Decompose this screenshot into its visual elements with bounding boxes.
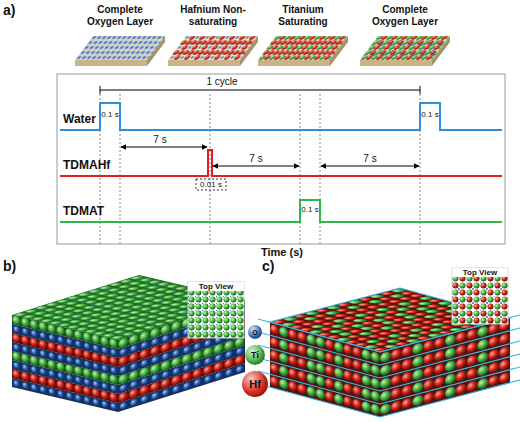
stage-label: Titanium Saturating [268,4,338,27]
oxygen-plane [258,328,520,365]
panel-label: a) [3,2,27,18]
timing-chart [57,74,505,244]
layered-film [12,275,245,340]
surface-slab [75,36,165,60]
surface-slab [75,36,165,66]
pulse-bracket [196,179,226,190]
ti-signal [60,200,502,222]
top-view-inset [452,268,508,324]
oxygen-plane [258,354,520,391]
surface-slab [258,60,330,66]
cycle-label: 1 cycle [192,76,252,88]
surface-slab [168,36,258,60]
top-view-inset [452,268,508,324]
signal-name: TDMAHf [63,159,123,173]
top-view-inset [188,290,244,338]
inset-title: Top View [452,268,508,277]
top-view-inset [452,276,508,324]
signal-name: TDMAT [63,205,123,219]
oxygen-plane [258,367,520,404]
legend-text: Ti [251,351,259,360]
surface-slab [168,36,258,60]
stage-label: Complete Oxygen Layer [370,4,440,27]
duration-arrow [121,147,207,148]
surface-slab [168,36,258,66]
duration-arrow [321,166,419,167]
inset-title: Top View [188,282,244,291]
legend-sphere: Ti [245,345,265,365]
surface-slab [258,36,348,60]
legend-text: O [252,329,257,336]
hf-signal [60,150,502,176]
legend-text: Hf [249,379,261,390]
duration-arrow [213,166,299,167]
timing-chart [100,86,420,94]
layered-film [12,275,245,340]
surface-slab [360,36,450,60]
duration-label: 0.01 s [196,180,226,189]
timing-chart [57,74,505,244]
duration-arrow [121,147,419,166]
axis-title: Time (s) [240,246,324,259]
surface-slab [360,36,450,60]
surface-slab [75,60,147,66]
surface-slab [258,36,348,66]
stage-label: Hafnium Non-saturating [173,4,253,27]
surface-slab [75,36,165,60]
panel-label: b) [3,258,27,274]
duration-label: 0.1 s [418,110,442,119]
water-signal [60,103,502,130]
panel-label: c) [262,258,286,274]
duration-label: 0.1 s [298,205,322,214]
surface-slab [360,36,450,66]
surface-slab [168,60,240,66]
oxygen-plane [258,380,520,417]
duration-label: 7 s [145,134,175,146]
legend-sphere: Hf [242,371,268,397]
top-view-inset [188,282,244,338]
legend-sphere: O [248,325,262,339]
layered-film [12,275,245,412]
stage-label: Complete Oxygen Layer [85,4,155,27]
top-view-inset [188,282,244,338]
surface-slab [360,60,432,66]
duration-label: 0.1 s [98,110,122,119]
surface-slab [258,36,348,60]
oxygen-plane [258,341,520,378]
duration-label: 7 s [355,153,385,165]
duration-label: 7 s [241,153,271,165]
